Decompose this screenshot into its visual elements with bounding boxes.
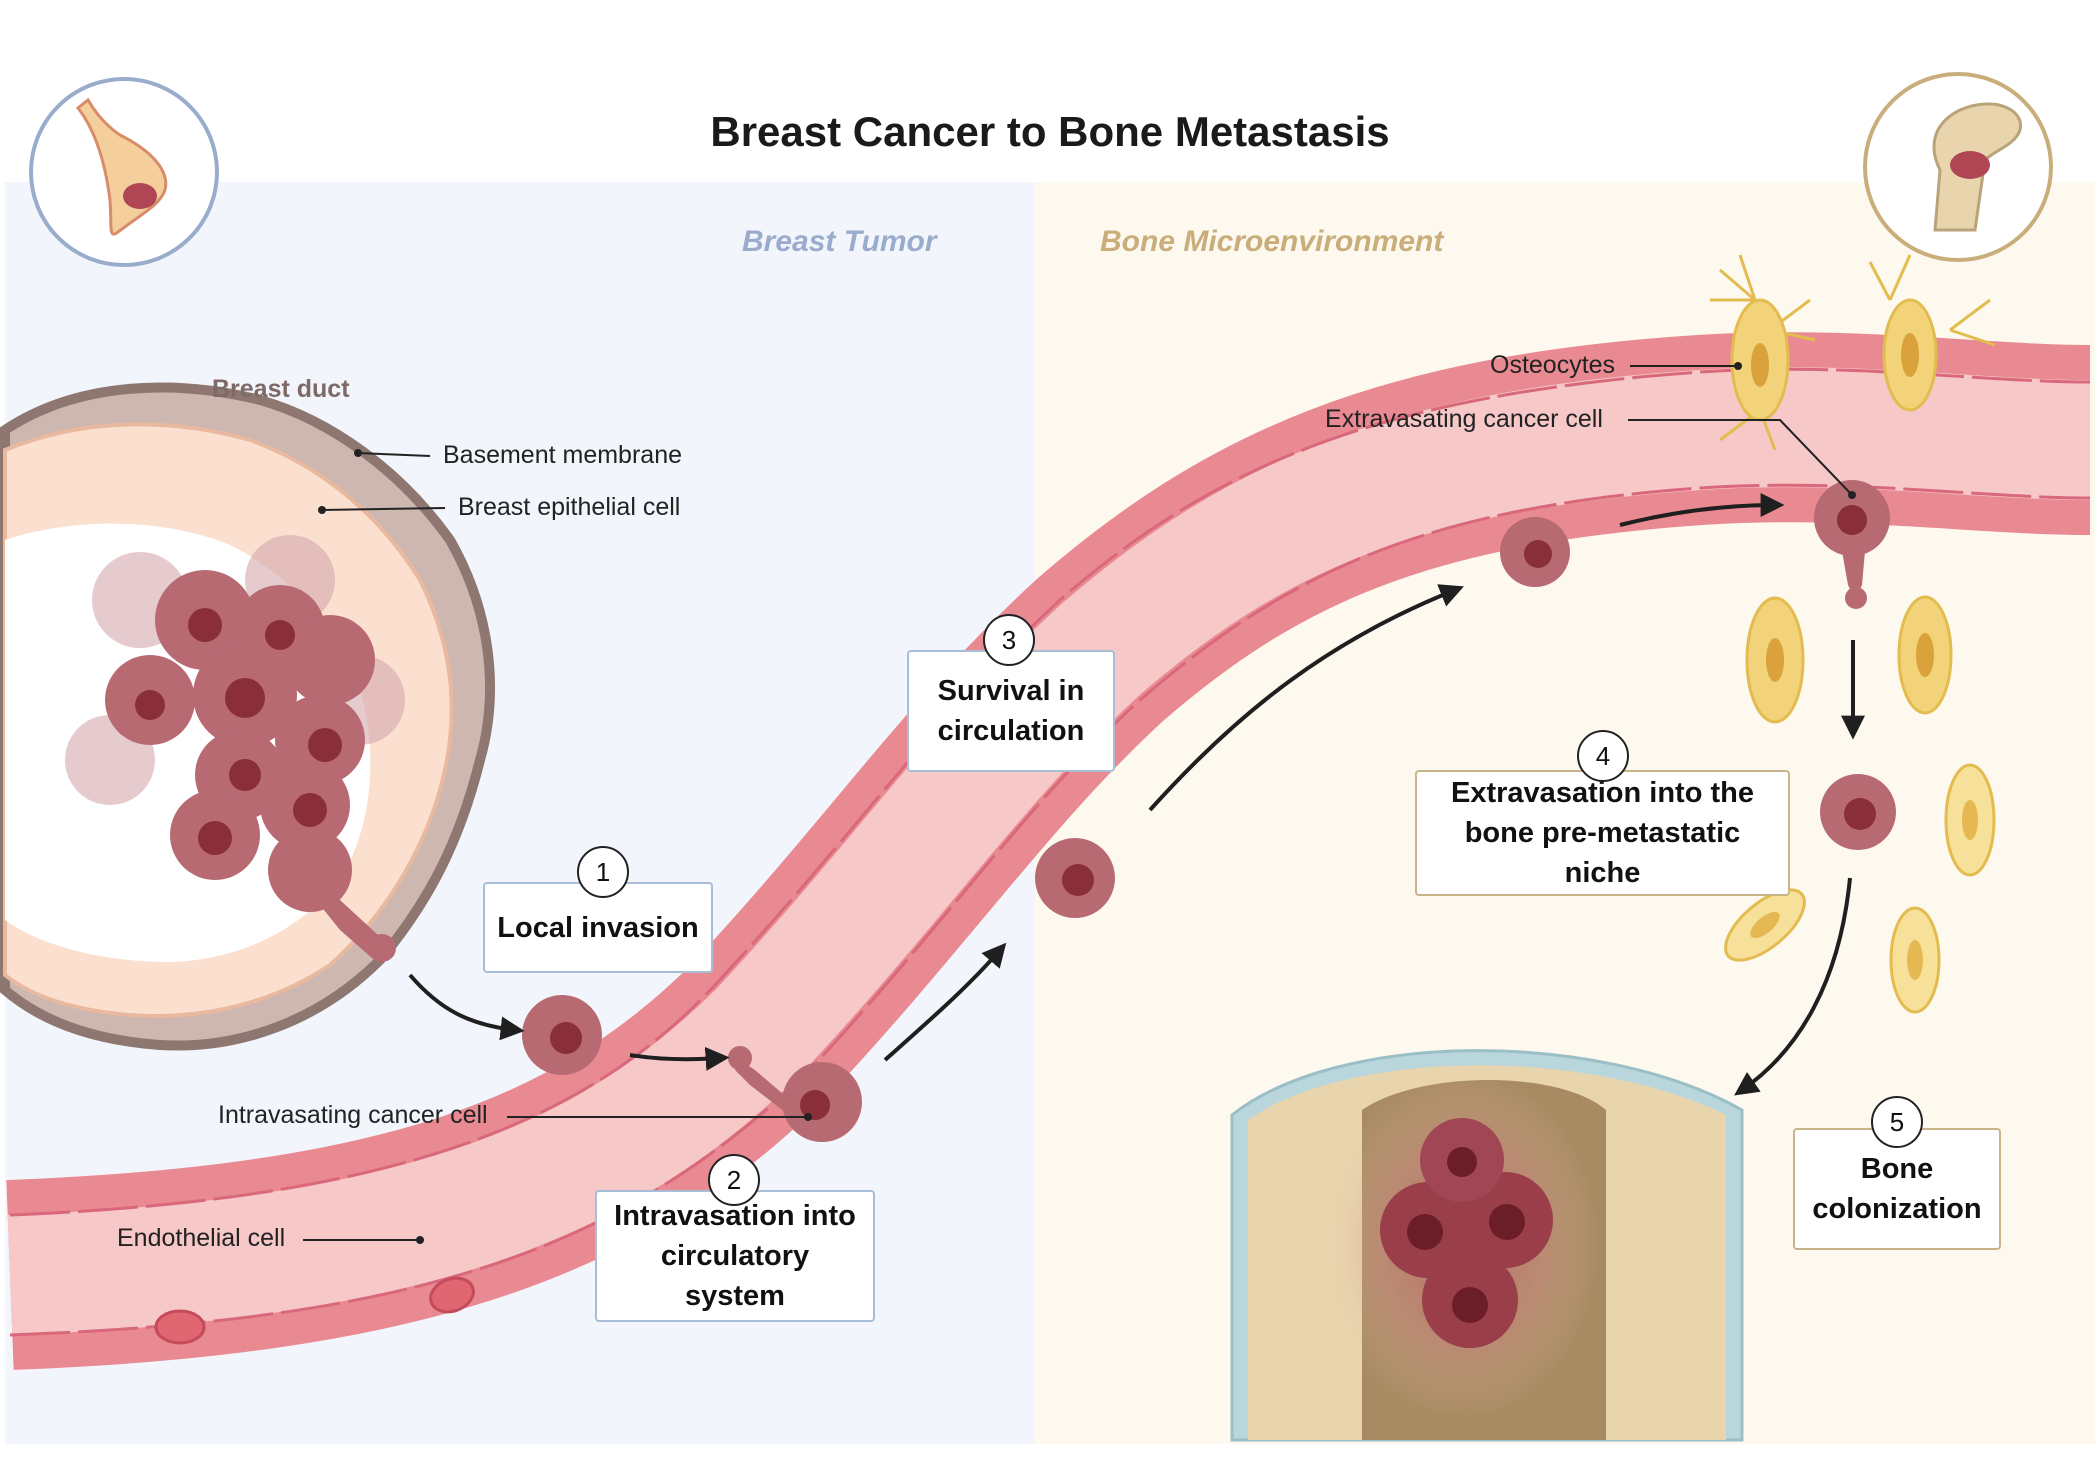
label-breast-epithelial-cell: Breast epithelial cell (458, 493, 681, 521)
osteocyte-nucleus (1916, 633, 1934, 677)
osteocyte-nucleus (1901, 333, 1919, 377)
label-endothelial-cell: Endothelial cell (117, 1224, 286, 1252)
extravasating-protrusion (1840, 540, 1866, 600)
bone-section (1230, 1049, 1744, 1442)
leader-lines (303, 365, 1853, 1241)
tumor-nucleus (265, 620, 295, 650)
leader-dot (1848, 491, 1856, 499)
bone-tumor-nucleus (1407, 1214, 1443, 1250)
breast-anatomy-icon (29, 77, 219, 267)
tumor-cell (268, 828, 352, 912)
osteocyte-nucleus (1907, 940, 1923, 980)
label-extravasating-cancer-cell: Extravasating cancer cell (1325, 405, 1603, 433)
step-box-extravasation: Extravasation into the bone pre-metastat… (1415, 770, 1790, 896)
arrow-invasion (408, 973, 525, 1041)
arrow-circulation-1 (883, 942, 1007, 1062)
red-blood-cell (429, 1276, 475, 1314)
tumor-nucleus (225, 678, 265, 718)
osteocyte-nucleus (1962, 800, 1978, 840)
region-label-breast-tumor: Breast Tumor (742, 225, 937, 258)
leader-dot (416, 1236, 424, 1244)
circulating-nucleus (1524, 540, 1552, 568)
tumor-nucleus (188, 608, 222, 642)
label-intravasating-cancer-cell: Intravasating cancer cell (218, 1101, 488, 1129)
label-basement-membrane: Basement membrane (443, 441, 683, 469)
extravasated-nucleus (1844, 798, 1876, 830)
leader-dot (804, 1113, 812, 1121)
step-box-survival: Survival in circulation (907, 650, 1115, 772)
tumor-nucleus (229, 759, 261, 791)
leader-extravasating (1628, 419, 1853, 496)
invading-cell-tip (368, 934, 396, 962)
region-label-bone-microenvironment: Bone Microenvironment (1100, 225, 1444, 258)
bone-tumor-nucleus (1447, 1147, 1477, 1177)
arrow-circulation-2 (1148, 584, 1464, 812)
step-box-bone-colonization: Bone colonization (1793, 1128, 2001, 1250)
leader-basement-membrane (357, 452, 431, 457)
intravasating-protrusion (735, 1060, 790, 1112)
step-number-4: 4 (1577, 730, 1629, 782)
arrow-to-vessel (629, 1046, 730, 1071)
osteocyte-process (1710, 254, 1996, 451)
label-breast-duct: Breast duct (212, 375, 350, 403)
red-blood-cell (154, 1309, 206, 1345)
invading-cell (300, 880, 388, 958)
step-number-3: 3 (983, 614, 1035, 666)
arrow-colonization (1734, 877, 1852, 1096)
leader-dot (1734, 362, 1742, 370)
step-number-5: 5 (1871, 1096, 1923, 1148)
step-box-local-invasion: Local invasion (483, 882, 713, 973)
osteocytes (1710, 254, 1996, 451)
tumor-nucleus (198, 821, 232, 855)
leader-dot (354, 449, 362, 457)
label-osteocytes: Osteocytes (1490, 351, 1616, 379)
osteocyte-nucleus (1766, 638, 1784, 682)
tumor-cluster (65, 535, 405, 962)
cancer-cell-nucleus (550, 1022, 582, 1054)
page-title: Breast Cancer to Bone Metastasis (710, 108, 1390, 155)
extravasating-tip (1845, 587, 1867, 609)
step-number-1: 1 (577, 846, 629, 898)
bone-tumor-nucleus (1452, 1287, 1488, 1323)
leader-epithelial (321, 507, 446, 511)
femur-icon-tumor (1950, 151, 1990, 179)
intravasating-nucleus (800, 1090, 830, 1120)
osteocyte-nucleus (1751, 343, 1769, 387)
breast-icon-tumor (123, 183, 157, 209)
tumor-cell (285, 615, 375, 705)
step-box-intravasation: Intravasation into circulatory system (595, 1190, 875, 1322)
bone-tumor-nucleus (1489, 1204, 1525, 1240)
circulating-nucleus (1062, 864, 1094, 896)
intravasating-tip (728, 1046, 752, 1070)
extravasating-nucleus (1837, 505, 1867, 535)
tumor-nucleus (135, 690, 165, 720)
tumor-nucleus (293, 793, 327, 827)
leader-dot (318, 506, 326, 514)
tumor-nucleus (308, 728, 342, 762)
femur-bone-icon (1863, 72, 2053, 262)
step-number-2: 2 (708, 1154, 760, 1206)
arrow-circulation-3 (1619, 493, 1785, 527)
osteocyte-nucleus (1750, 911, 1780, 939)
